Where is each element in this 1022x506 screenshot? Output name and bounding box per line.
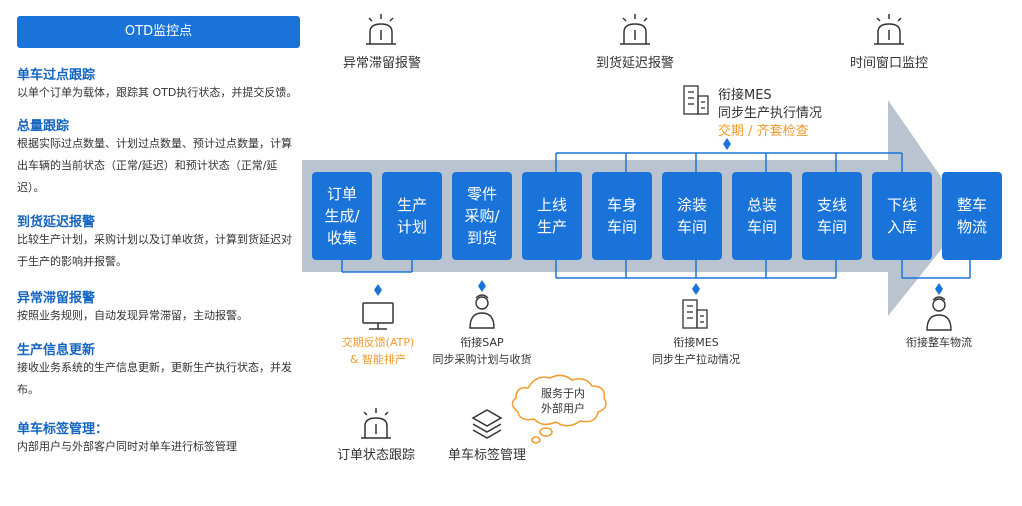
alarm-label-abnormal-stay: 异常滞留报警 (342, 56, 421, 71)
diamond-icon (723, 138, 731, 150)
diamond-icon (692, 283, 700, 295)
person-icon (926, 296, 952, 331)
tag-management-label: 单车标签管理 (447, 448, 526, 463)
alarm-icon (361, 408, 391, 439)
section-body-abnormal-stay: 按照业务规则，自动发现异常滞留，主动报警。 (17, 309, 248, 322)
stage-offline-storage: 下线 入库 (872, 172, 932, 260)
alarm-label-time-window: 时间窗口监控 (849, 56, 928, 71)
section-title-arrival-delay: 到货延迟报警 (17, 215, 96, 230)
section-body-tag-management: 内部用户与外部客户同时对单车进行标签管理 (17, 440, 237, 453)
diamond-markers (374, 138, 943, 296)
mes-bottom-line1: 衔接MES (673, 336, 719, 349)
building-icon (682, 299, 708, 329)
stage-branch-shop: 支线 车间 (802, 172, 862, 260)
building-icon (683, 85, 709, 115)
diamond-icon (374, 284, 382, 296)
monitor-icon (362, 302, 394, 330)
diamond-icon (478, 280, 486, 292)
section-body-single-tracking: 以单个订单为载体，跟踪其 OTD执行状态，并提交反馈。 (17, 86, 298, 99)
mes-bottom-line2: 同步生产拉动情况 (652, 353, 740, 366)
stage-assembly-shop: 总装 车间 (732, 172, 792, 260)
alarm-icon (366, 14, 396, 45)
atp-label-line2: & 智能排产 (349, 353, 407, 366)
section-title-tag-management: 单车标签管理： (17, 422, 109, 437)
bottom-left-connector (341, 260, 413, 273)
section-title-production-update: 生产信息更新 (17, 343, 96, 358)
section-title-single-tracking: 单车过点跟踪 (17, 68, 96, 83)
section-title-total-tracking: 总量跟踪 (17, 119, 70, 134)
sap-label-line2: 同步采购计划与收货 (432, 353, 532, 366)
mes-top-line1: 衔接MES (718, 88, 772, 103)
person-icon (469, 294, 495, 329)
stage-body-shop: 车身 车间 (592, 172, 652, 260)
cloud-shape (511, 374, 607, 444)
stage-vehicle-logistics: 整车 物流 (942, 172, 1002, 260)
sap-label-line1: 衔接SAP (460, 336, 504, 349)
stage-order-collection: 订单 生成/ 收集 (312, 172, 372, 260)
stage-online-production: 上线 生产 (522, 172, 582, 260)
stage-parts-procurement: 零件 采购/ 到货 (452, 172, 512, 260)
cloud-label: 服务于内 外部用户 (541, 387, 585, 415)
layers-icon (471, 409, 503, 439)
stage-paint-shop: 涂装 车间 (662, 172, 722, 260)
section-title-abnormal-stay: 异常滞留报警 (17, 291, 96, 306)
alarm-label-arrival-delay: 到货延迟报警 (595, 56, 674, 71)
section-body-total-tracking: 根据实际过点数量、计划过点数量、预计过点数量，计算出车辆的当前状态（正常/延迟）… (17, 137, 292, 194)
alarm-icon (874, 14, 904, 45)
section-body-arrival-delay: 比较生产计划，采购计划以及订单收货，计算到货延迟对于生产的影响并报警。 (17, 233, 292, 268)
order-tracking-label: 订单状态跟踪 (336, 448, 415, 463)
mes-top-line3: 交期 / 齐套检查 (718, 124, 809, 139)
top-connector-lines (555, 152, 903, 172)
section-body-production-update: 接收业务系统的生产信息更新，更新生产执行状态，并发布。 (17, 361, 292, 396)
diamond-icon (935, 283, 943, 295)
mes-top-line2: 同步生产执行情况 (718, 106, 823, 121)
atp-label-line1: 交期反馈(ATP) (341, 336, 415, 349)
otd-monitor-header: OTD监控点 (17, 16, 300, 48)
stage-production-plan: 生产 计划 (382, 172, 442, 260)
bottom-middle-connector (555, 260, 837, 279)
alarm-icon (620, 14, 650, 45)
bottom-right-connector (901, 260, 971, 279)
logistics-label: 衔接整车物流 (906, 336, 972, 349)
